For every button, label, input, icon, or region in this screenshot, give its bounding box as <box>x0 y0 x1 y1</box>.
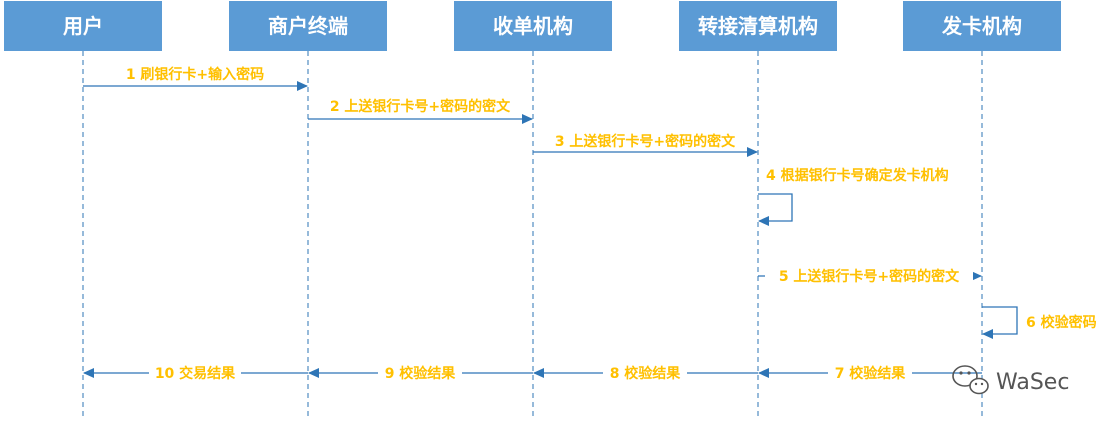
self-message-arrow <box>982 306 1018 339</box>
message-label: 2 上送银行卡号+密码的密文 <box>330 98 511 115</box>
participant-header-acquirer: 收单机构 <box>454 1 612 51</box>
message-label: 10 交易结果 <box>155 365 236 382</box>
message-label: 6 校验密码 <box>1026 314 1097 331</box>
message-label: 4 根据银行卡号确定发卡机构 <box>766 167 949 184</box>
label-backdrop <box>765 266 973 286</box>
message-1: 1 刷银行卡+输入密码 <box>83 66 308 91</box>
message-8: 8 校验结果 <box>533 363 758 383</box>
self-message-arrow <box>758 193 793 226</box>
label-backdrop <box>828 363 912 383</box>
participant-label: 收单机构 <box>493 14 573 38</box>
message-10: 10 交易结果 <box>83 363 308 383</box>
label-backdrop <box>603 363 687 383</box>
message-label: 9 校验结果 <box>385 365 457 382</box>
message-3: 3 上送银行卡号+密码的密文 <box>533 133 758 157</box>
participant-header-switch: 转接清算机构 <box>679 1 837 51</box>
message-7: 7 校验结果 <box>758 363 982 383</box>
message-label: 1 刷银行卡+输入密码 <box>126 66 264 83</box>
message-label: 8 校验结果 <box>610 365 682 382</box>
label-backdrop <box>378 363 462 383</box>
wechat-icon <box>952 365 989 395</box>
message-label: 7 校验结果 <box>835 365 907 382</box>
participant-label: 发卡机构 <box>941 14 1022 38</box>
participant-header-merchant: 商户终端 <box>229 1 387 51</box>
participant-label: 转接清算机构 <box>698 14 818 38</box>
message-label: 5 上送银行卡号+密码的密文 <box>779 268 960 285</box>
message-4-self: 4 根据银行卡号确定发卡机构 <box>758 167 949 226</box>
watermark-text: WaSec <box>996 370 1069 395</box>
participant-header-issuer: 发卡机构 <box>903 1 1061 51</box>
participant-header-user: 用户 <box>4 1 162 51</box>
message-9: 9 校验结果 <box>308 363 533 383</box>
watermark: WaSec <box>952 365 1069 395</box>
message-6-self: 6 校验密码 <box>982 306 1097 339</box>
participant-label: 用户 <box>63 14 103 38</box>
lifelines <box>82 51 983 420</box>
message-5: 5 上送银行卡号+密码的密文 <box>758 266 982 286</box>
message-2: 2 上送银行卡号+密码的密文 <box>308 98 533 124</box>
participant-label: 商户终端 <box>268 14 348 38</box>
label-backdrop <box>149 363 241 383</box>
message-label: 3 上送银行卡号+密码的密文 <box>555 133 736 150</box>
